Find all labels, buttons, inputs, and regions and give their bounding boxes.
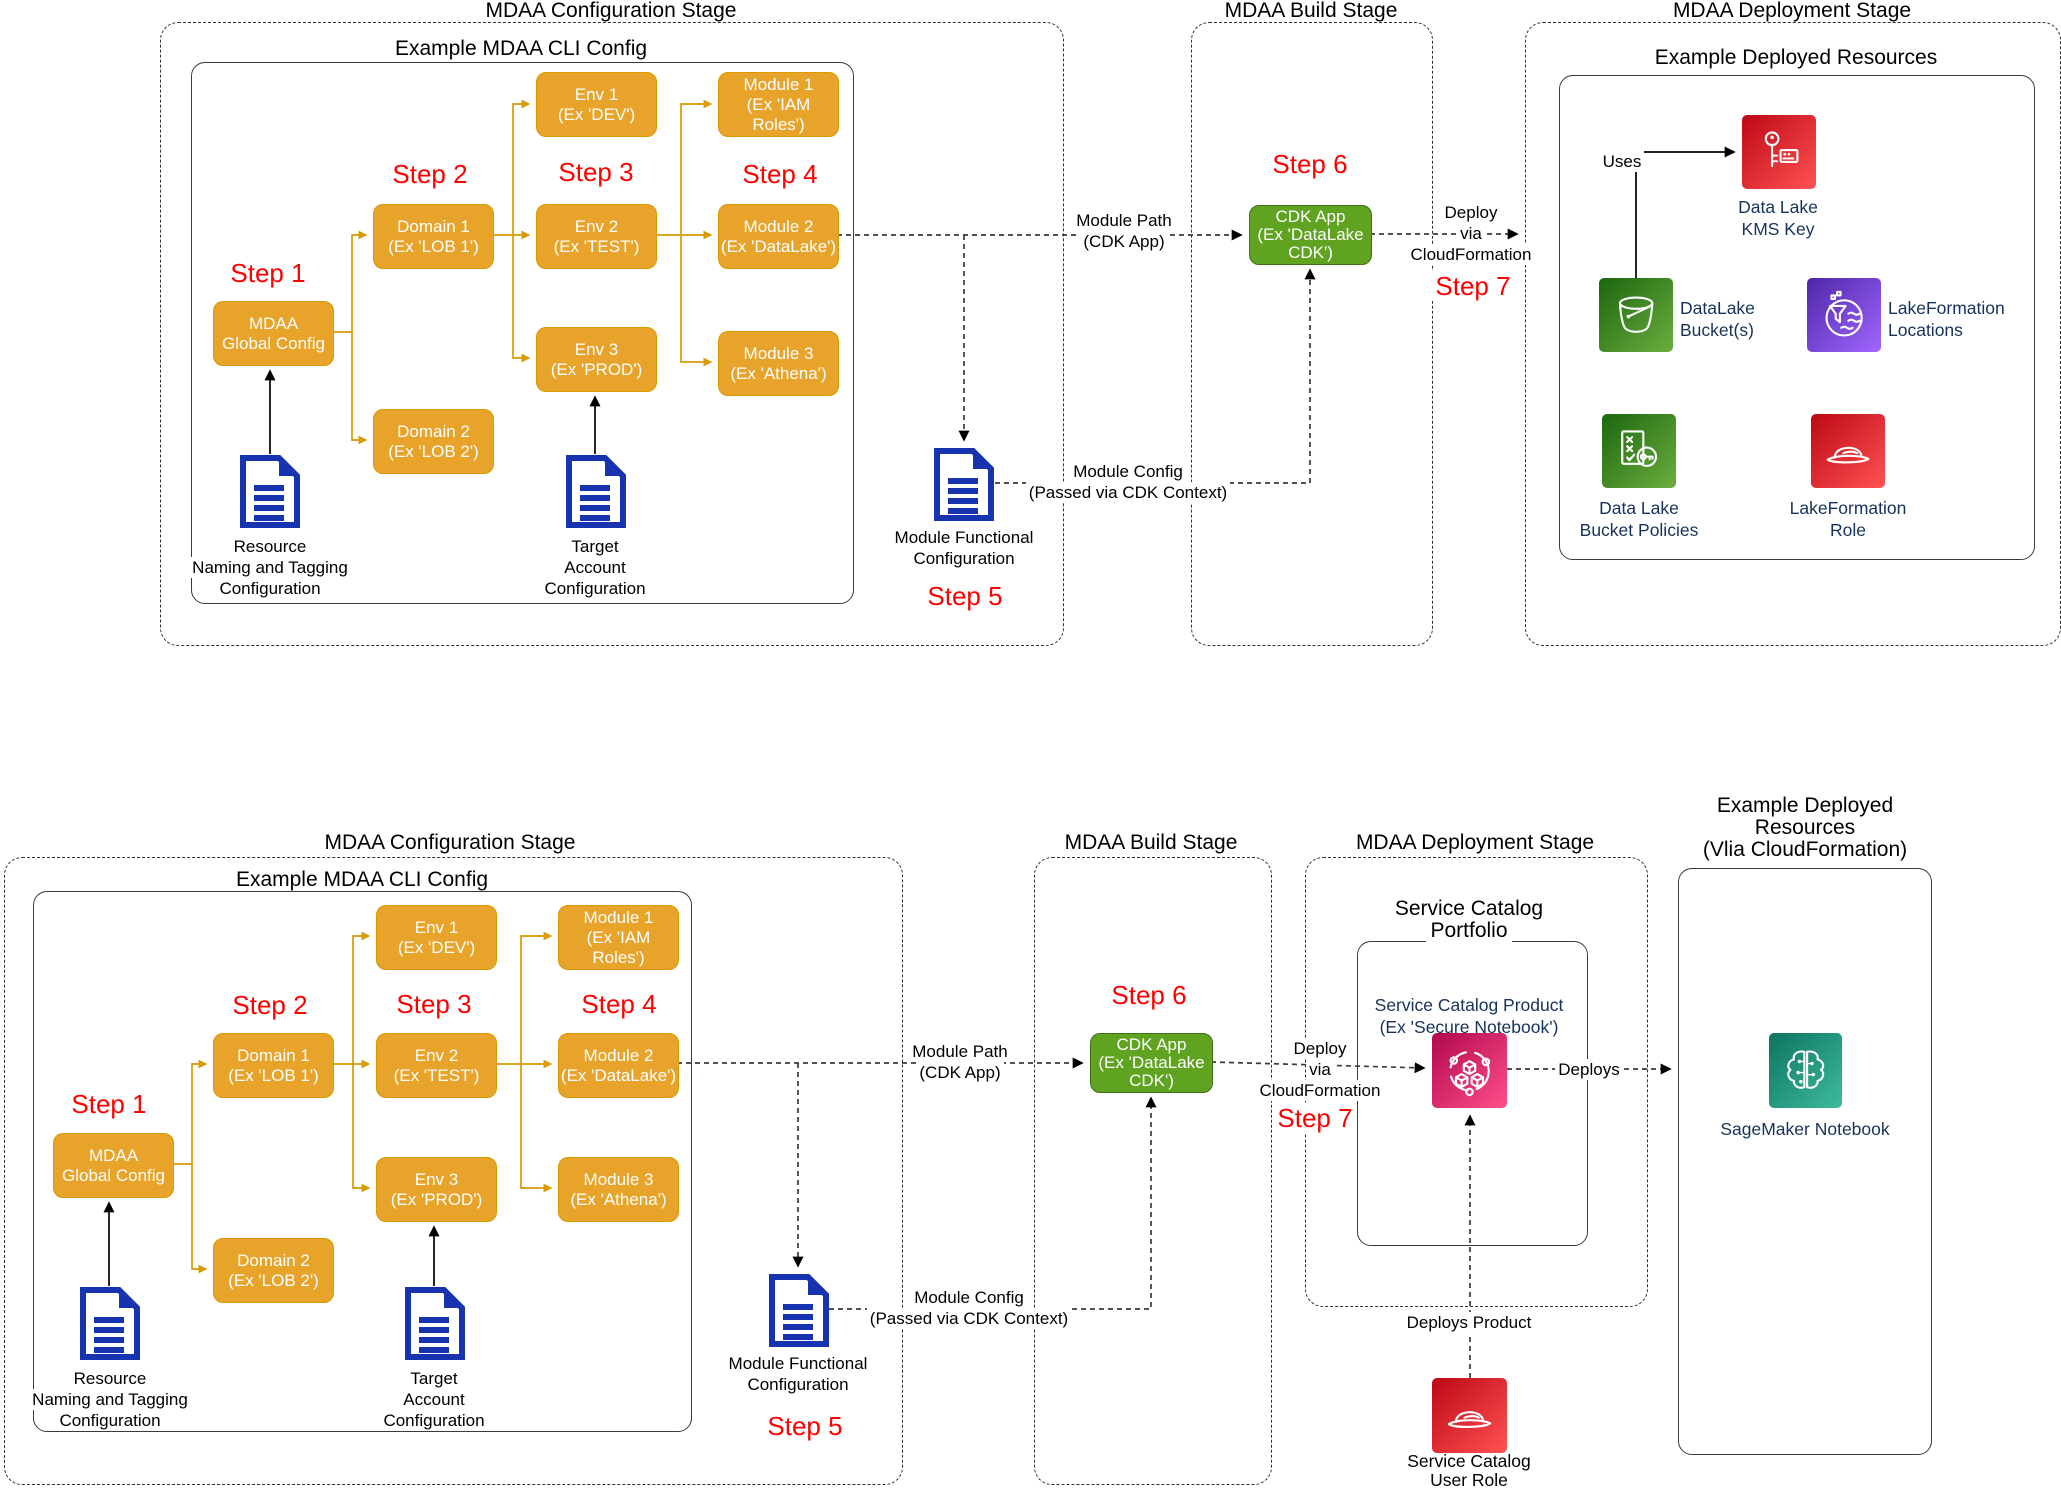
bottom-resource-config-document-icon — [79, 1286, 141, 1366]
top-deployed-resources-title: Example Deployed Resources — [1596, 47, 1996, 69]
s3-bucket-icon — [1599, 278, 1673, 352]
bottom-target-account-document-icon — [404, 1286, 466, 1366]
top-env1-box: Env 1(Ex 'DEV') — [536, 72, 657, 137]
kms-key-icon — [1742, 115, 1816, 189]
bottom-step1-label: Step 1 — [49, 1089, 169, 1119]
bottom-deploys-label: Deploys — [1539, 1059, 1639, 1080]
top-module-functional-document-icon — [933, 447, 995, 527]
top-module-config-label: Module Config(Passed via CDK Context) — [998, 461, 1258, 503]
top-env3-box: Env 3(Ex 'PROD') — [536, 327, 657, 392]
top-domain2-box: Domain 2(Ex 'LOB 2') — [373, 409, 494, 474]
bottom-deployed-resources-container — [1678, 868, 1932, 1455]
top-step7-label: Step 7 — [1413, 271, 1533, 301]
top-step6-label: Step 6 — [1250, 149, 1370, 179]
bottom-domain2-box: Domain 2(Ex 'LOB 2') — [213, 1238, 334, 1303]
bottom-env1-box: Env 1(Ex 'DEV') — [376, 905, 497, 970]
bottom-step2-label: Step 2 — [210, 990, 330, 1020]
bottom-domain1-box: Domain 1(Ex 'LOB 1') — [213, 1033, 334, 1098]
sagemaker-notebook-label: SageMaker Notebook — [1720, 1119, 1890, 1139]
top-build-stage-title: MDAA Build Stage — [1211, 0, 1411, 22]
bottom-step5-label: Step 5 — [745, 1411, 865, 1441]
bottom-module3-box: Module 3(Ex 'Athena') — [558, 1157, 679, 1222]
bottom-config-stage-title: MDAA Configuration Stage — [250, 832, 650, 854]
service-catalog-product-icon — [1432, 1033, 1507, 1108]
bottom-module-config-label: Module Config(Passed via CDK Context) — [839, 1287, 1099, 1329]
bottom-module-path-label: Module Path(CDK App) — [870, 1041, 1050, 1083]
service-catalog-user-role-icon — [1432, 1378, 1507, 1453]
top-deployed-resources-container — [1559, 75, 2035, 560]
top-step5-label: Step 5 — [905, 581, 1025, 611]
bottom-cli-config-container — [33, 891, 692, 1432]
bottom-step4-label: Step 4 — [559, 989, 679, 1019]
bottom-deployment-stage-title: MDAA Deployment Stage — [1325, 832, 1625, 854]
top-step4-label: Step 4 — [720, 159, 840, 189]
top-module-path-label: Module Path(CDK App) — [1034, 210, 1214, 252]
top-step3-label: Step 3 — [536, 157, 656, 187]
top-module3-box: Module 3(Ex 'Athena') — [718, 331, 839, 396]
top-env2-box: Env 2(Ex 'TEST') — [536, 204, 657, 269]
lakeformation-role-icon — [1811, 414, 1885, 488]
lakeformation-locations-icon — [1807, 278, 1881, 352]
bottom-build-stage-title: MDAA Build Stage — [1001, 832, 1301, 854]
bottom-cli-config-title: Example MDAA CLI Config — [162, 869, 562, 891]
top-config-stage-title: MDAA Configuration Stage — [411, 0, 811, 22]
bottom-build-stage-container — [1034, 857, 1272, 1485]
top-cli-config-title: Example MDAA CLI Config — [321, 38, 721, 60]
top-build-stage-container — [1191, 22, 1433, 646]
bottom-module-functional-document-icon — [768, 1273, 830, 1353]
top-uses-label: Uses — [1582, 151, 1662, 172]
service-catalog-product-label: Service Catalog Product(Ex 'Secure Noteb… — [1374, 995, 1564, 1037]
bottom-step3-label: Step 3 — [374, 989, 494, 1019]
bottom-step7-label: Step 7 — [1255, 1103, 1375, 1133]
bottom-env2-box: Env 2(Ex 'TEST') — [376, 1033, 497, 1098]
bottom-env3-box: Env 3(Ex 'PROD') — [376, 1157, 497, 1222]
bottom-module2-box: Module 2(Ex 'DataLake') — [558, 1033, 679, 1098]
bottom-deploys-product-label: Deploys Product — [1389, 1312, 1549, 1333]
top-module1-box: Module 1(Ex 'IAM Roles') — [718, 72, 839, 137]
bottom-step6-label: Step 6 — [1089, 980, 1209, 1010]
top-cli-config-container — [191, 62, 854, 604]
bucket-policies-icon — [1602, 414, 1676, 488]
top-module2-box: Module 2(Ex 'DataLake') — [718, 204, 839, 269]
top-domain1-box: Domain 1(Ex 'LOB 1') — [373, 204, 494, 269]
top-step2-label: Step 2 — [370, 159, 490, 189]
bottom-module1-box: Module 1(Ex 'IAM Roles') — [558, 905, 679, 970]
top-deployment-stage-title: MDAA Deployment Stage — [1592, 0, 1992, 22]
top-step1-label: Step 1 — [208, 258, 328, 288]
top-target-account-document-icon — [565, 454, 627, 534]
sagemaker-notebook-icon — [1769, 1033, 1842, 1108]
top-resource-config-document-icon — [239, 454, 301, 534]
